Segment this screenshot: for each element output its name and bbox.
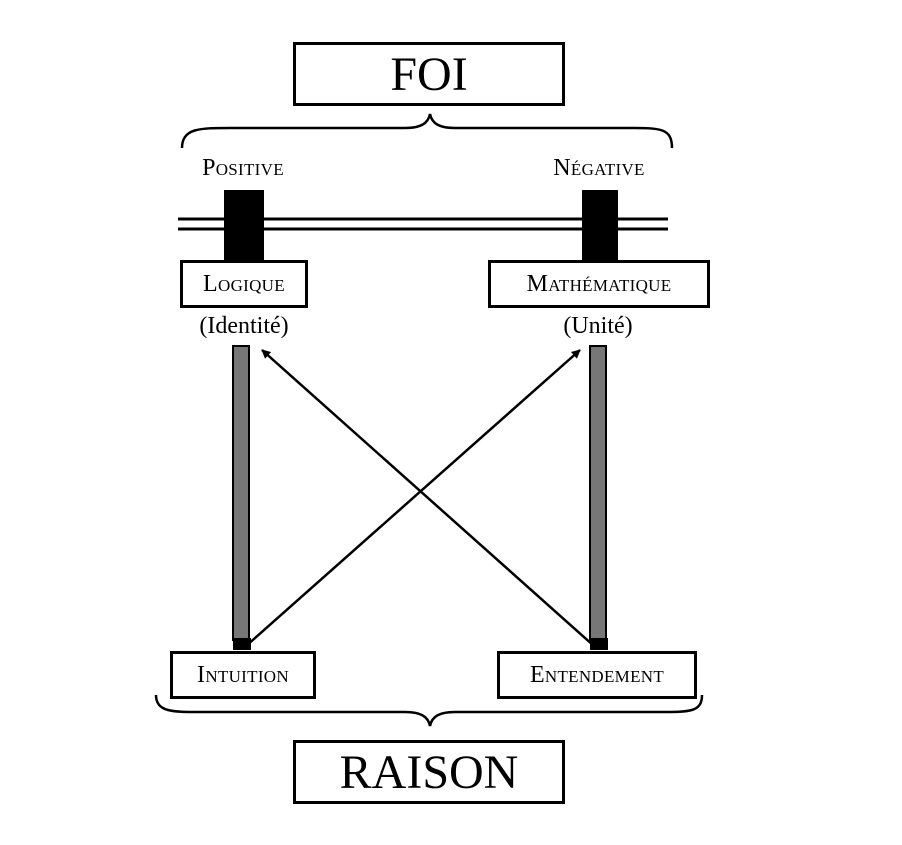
faith-brace xyxy=(180,113,674,149)
identite-label: (Identité) xyxy=(199,313,289,339)
positive-post xyxy=(224,190,264,260)
faith-box: FOI xyxy=(293,42,565,106)
entendement-label: Entendement xyxy=(529,661,665,688)
reason-brace xyxy=(154,694,704,727)
faith-title: FOI xyxy=(390,47,468,101)
intuition-box: Intuition xyxy=(170,651,316,699)
right-pillar-base xyxy=(590,638,608,650)
mathematique-label: Mathématique xyxy=(526,270,672,297)
negative-label: Négative xyxy=(553,155,645,181)
logique-label: Logique xyxy=(203,270,285,297)
positive-label: Positive xyxy=(202,155,284,181)
arrow-intuition-to-mathematique xyxy=(245,349,581,647)
intuition-label: Intuition xyxy=(197,661,289,688)
right-pillar xyxy=(589,345,607,641)
arrow-entendement-to-logique xyxy=(261,349,595,647)
logique-box: Logique xyxy=(180,260,308,308)
reason-box: RAISON xyxy=(293,740,565,804)
unite-label: (Unité) xyxy=(563,313,633,339)
entendement-box: Entendement xyxy=(497,651,697,699)
negative-post xyxy=(582,190,618,260)
left-pillar-base xyxy=(233,638,251,650)
left-pillar xyxy=(232,345,250,641)
mathematique-box: Mathématique xyxy=(488,260,710,308)
reason-title: RAISON xyxy=(339,745,519,799)
